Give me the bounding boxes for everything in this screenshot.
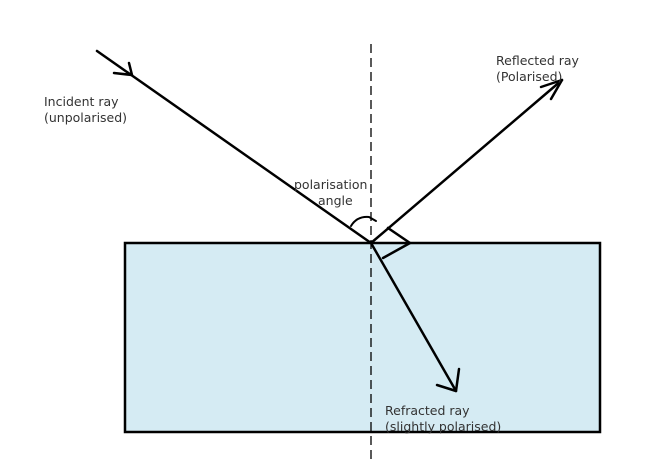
incident-arrowhead [112,61,134,77]
incident-ray-label-line1: Incident ray [44,94,119,109]
incident-ray-label-line2: (unpolarised) [44,110,127,125]
polarisation-angle-arc [350,215,377,227]
right-angle-marker [381,226,412,260]
refracted-ray [369,241,458,393]
incident-ray [95,49,373,245]
polarisation-angle-label: polarisation angle [294,177,371,208]
reflected-arrowhead [539,78,564,101]
refracted-ray-label: Refracted ray (slightly polarised) [385,403,501,434]
refracted-arrowhead [435,367,461,393]
reflected-ray-label: Reflected ray (Polarised) [496,53,583,84]
reflected-ray-label-line2: (Polarised) [496,69,562,84]
refracted-ray-label-line2: (slightly polarised) [385,419,501,434]
polarisation-angle-label-line2: angle [318,193,353,208]
medium-block [123,241,602,434]
reflected-ray-label-line1: Reflected ray [496,53,580,68]
reflected-ray [369,78,564,245]
refracted-ray-label-line1: Refracted ray [385,403,470,418]
polarisation-angle-label-line1: polarisation [294,177,367,192]
incident-ray-label: Incident ray (unpolarised) [44,94,127,125]
